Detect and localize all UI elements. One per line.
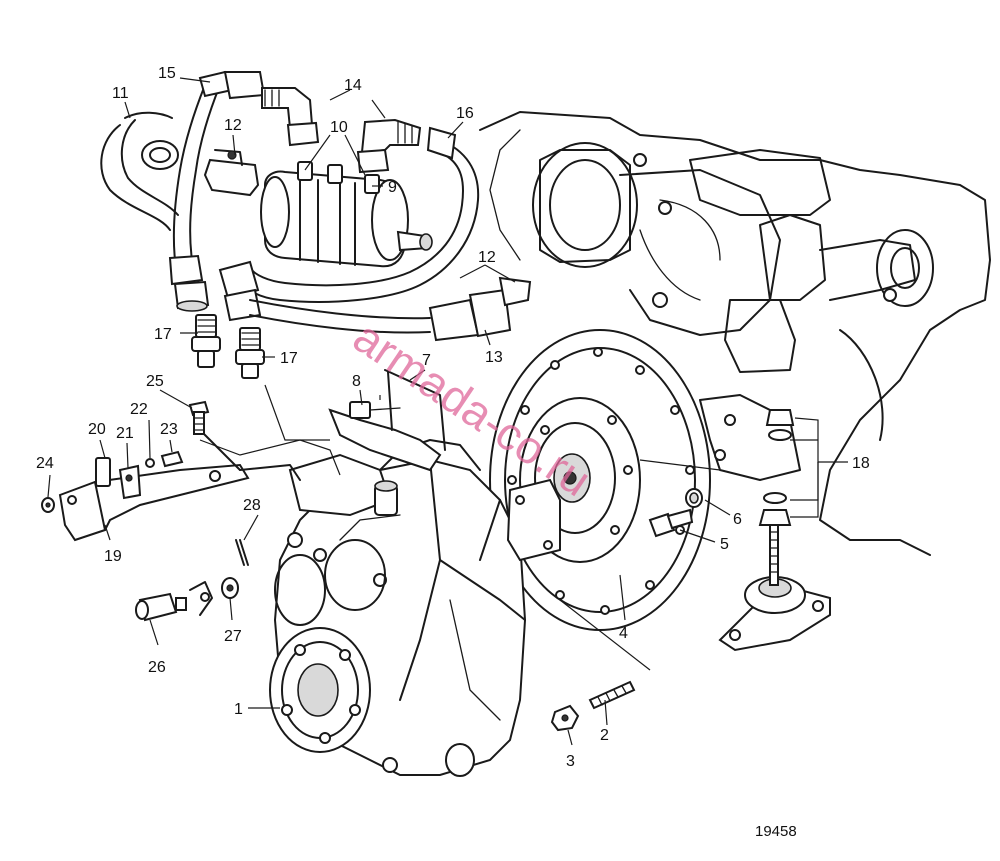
oil-cooler [203, 149, 433, 268]
callout-17-left: 17 [154, 326, 172, 343]
callout-28: 28 [243, 497, 261, 514]
callout-4: 4 [619, 625, 628, 642]
elbow-fitting-14b [356, 118, 422, 174]
callout-13: 13 [485, 349, 503, 366]
callout-9: 9 [388, 179, 397, 196]
callout-26: 26 [148, 659, 166, 676]
leader-lines [47, 77, 848, 746]
bracket-19 [58, 429, 301, 542]
callout-21: 21 [116, 425, 134, 442]
drawing-number: 19458 [755, 823, 797, 840]
callout-12-top: 12 [224, 117, 242, 134]
callout-22: 22 [130, 401, 148, 418]
callout-25: 25 [146, 373, 164, 390]
hose-13 [249, 276, 532, 342]
hose-16 [218, 126, 480, 322]
small-parts [41, 400, 210, 513]
bolt-5-washer-6 [648, 488, 703, 538]
callout-3: 3 [566, 753, 575, 770]
flywheel-housing [489, 329, 711, 631]
callout-27: 27 [224, 628, 242, 645]
callout-18: 18 [852, 455, 870, 472]
hose-11 [100, 111, 179, 231]
callout-7: 7 [422, 352, 431, 369]
callout-8: 8 [352, 373, 361, 390]
shift-linkage-parts [135, 539, 249, 622]
callout-14: 14 [344, 77, 362, 94]
callout-labels: 1 2 3 4 5 6 7 8 9 10 11 12 12 13 14 15 1… [36, 65, 870, 770]
elbow-fitting-14 [261, 87, 320, 147]
callout-2: 2 [600, 727, 609, 744]
callout-6: 6 [733, 511, 742, 528]
callout-1: 1 [234, 701, 243, 718]
connector-17-left [191, 314, 221, 368]
callout-15: 15 [158, 65, 176, 82]
hose-15 [168, 70, 266, 312]
callout-20: 20 [88, 421, 106, 438]
shift-bracket [328, 369, 446, 472]
callout-12-right: 12 [478, 249, 496, 266]
callout-17-right: 17 [280, 350, 298, 367]
drive-plate [519, 397, 641, 563]
connector-17-right [235, 327, 265, 379]
gearbox [269, 439, 561, 777]
stud-2-nut-3 [550, 680, 636, 732]
callout-10: 10 [330, 119, 348, 136]
engine-mount-18 [718, 409, 831, 652]
callout-19: 19 [104, 548, 122, 565]
callout-11: 11 [112, 85, 129, 102]
callout-23: 23 [160, 421, 178, 438]
callout-16: 16 [456, 105, 474, 122]
callout-5: 5 [720, 536, 729, 553]
engine-block [479, 111, 991, 556]
callout-24: 24 [36, 455, 54, 472]
